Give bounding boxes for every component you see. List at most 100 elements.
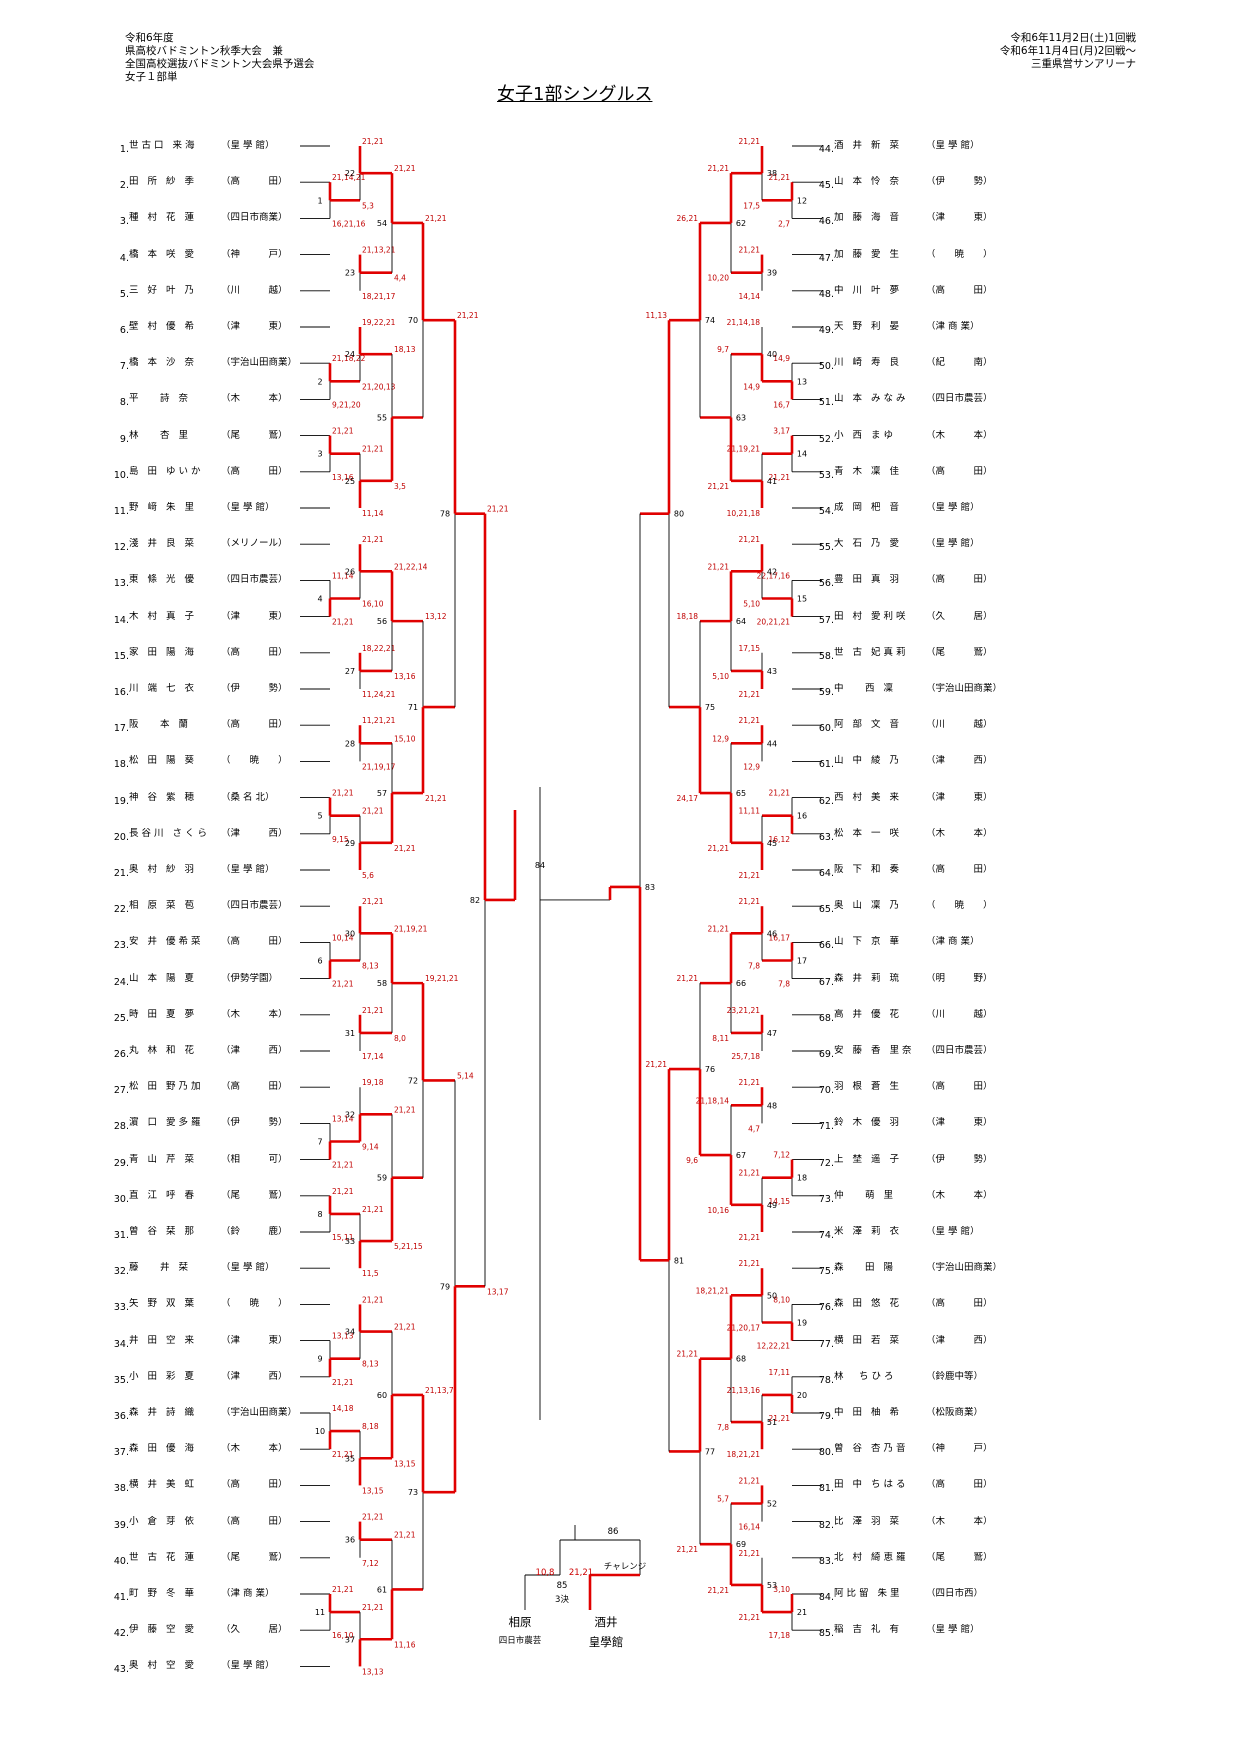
match-number: 49 <box>767 1201 777 1210</box>
match-number: 60 <box>377 1391 387 1400</box>
player-number: 56. <box>818 578 834 590</box>
score-label: 21,21 <box>739 535 761 544</box>
third-place-label: 3決 <box>555 1595 569 1605</box>
player-name: 伊 藤 空 愛 <box>129 1624 198 1636</box>
player-name: 橋 本 沙 奈 <box>129 357 198 369</box>
match-number: 77 <box>705 1447 715 1456</box>
player-row: 54.成 岡 杷 音（皇 學 館） <box>810 502 1024 517</box>
player-number: 81. <box>818 1483 834 1495</box>
player-row: 1.世古口 来海（皇 學 館） <box>105 140 319 155</box>
player-row: 73.仲 萌 里（木 本） <box>810 1189 1024 1205</box>
player-row: 70.羽 根 蒼 生（高 田） <box>810 1081 1024 1096</box>
score-label: 21,21 <box>646 1060 668 1069</box>
player-name: 田 村 愛利咲 <box>834 610 909 622</box>
match-number: 46 <box>767 929 777 938</box>
score-label: 11,13 <box>646 311 668 320</box>
player-school: （四日市農芸） <box>221 574 288 586</box>
match-number: 41 <box>767 477 777 486</box>
score-label: 18,18 <box>677 612 699 621</box>
score-label: 18,13 <box>394 345 416 354</box>
score-label: 21,21 <box>332 1585 354 1594</box>
player-row: 34.井 田 空 来（津 東） <box>105 1335 319 1350</box>
player-number: 35. <box>113 1374 129 1386</box>
player-name: 野 﨑 朱 里 <box>129 502 198 513</box>
score-label: 21,13,7 <box>425 1386 454 1395</box>
player-number: 65. <box>818 904 834 916</box>
score-label: 17,15 <box>739 644 761 653</box>
player-row: 78.林 ちひろ（鈴鹿中等） <box>810 1371 1024 1386</box>
player-row: 25.時 田 夏 夢（木 本） <box>105 1009 319 1024</box>
match-number: 53 <box>767 1581 777 1590</box>
score-label: 21,21 <box>394 1531 416 1540</box>
score-label: 19,22,21 <box>362 318 396 327</box>
player-name: 青 山 芹 菜 <box>129 1153 198 1165</box>
player-number: 21. <box>113 868 129 879</box>
score-label: 11,14 <box>332 571 354 580</box>
match-85-label: 85 <box>556 1581 568 1591</box>
player-name: 曽 谷 杏乃音 <box>834 1443 909 1455</box>
player-school: （高 田） <box>221 465 288 477</box>
player-name: 上 埜 遥 子 <box>834 1153 903 1165</box>
player-name: 木 村 真 子 <box>129 610 198 622</box>
match-number: 69 <box>736 1540 746 1549</box>
player-row: 81.田 中 ちはる（高 田） <box>810 1479 1024 1494</box>
player-name: 小 田 彩 夏 <box>129 1370 198 1382</box>
player-number: 61. <box>818 759 834 771</box>
player-school: （宇治山田商業） <box>926 683 1003 694</box>
player-number: 63. <box>818 831 834 843</box>
player-row: 22.相 原 菜 苞（四日市農芸） <box>105 900 319 915</box>
score-label: 8,0 <box>394 1034 406 1043</box>
player-number: 84. <box>818 1592 834 1603</box>
score-label: 21,21 <box>739 137 761 146</box>
score-label: 21,21 <box>708 164 730 173</box>
player-name: 青 木 凜 佳 <box>834 465 903 477</box>
match-number: 9 <box>317 1355 322 1364</box>
score-label: 5,10 <box>712 672 729 681</box>
player-number: 23. <box>113 940 129 952</box>
player-number: 85. <box>818 1628 834 1640</box>
score-label: 5,6 <box>362 871 374 880</box>
score-label: 21,21 <box>739 1549 761 1558</box>
player-school: （川 越） <box>926 719 993 731</box>
player-name: 神 谷 紫 穂 <box>129 791 198 803</box>
player-number: 68. <box>818 1012 834 1024</box>
player-row: 84.阿比留 朱里（四日市西） <box>810 1588 1024 1603</box>
score-label: 5,10 <box>743 600 760 609</box>
player-number: 78. <box>818 1374 834 1386</box>
score-label: 21,21 <box>677 1545 699 1554</box>
player-name: 小 倉 芽 依 <box>129 1515 198 1527</box>
player-name: 森 田 悠 花 <box>834 1298 903 1310</box>
player-row: 23.安 井 優希菜（高 田） <box>105 936 319 951</box>
player-school: （ 暁 ） <box>926 900 993 912</box>
player-number: 28. <box>113 1121 129 1133</box>
player-row: 18.松 田 陽 葵（ 暁 ） <box>105 755 319 770</box>
score-label: 8,10 <box>773 1295 790 1304</box>
score-label: 21,21 <box>739 1169 761 1178</box>
match-number: 82 <box>470 896 480 905</box>
player-school: （高 田） <box>926 864 993 875</box>
score-label: 17,5 <box>743 201 760 210</box>
player-school: （伊 勢） <box>221 683 288 694</box>
match-number: 21 <box>797 1608 807 1617</box>
match-number: 12 <box>797 196 807 205</box>
player-school: （木 本） <box>221 1443 288 1455</box>
player-school: （高 田） <box>221 1479 288 1491</box>
score-label: 21,21 <box>332 427 354 436</box>
score-label: 21,21 <box>708 1586 730 1595</box>
score-label: 21,21 <box>708 924 730 933</box>
player-school: （木 本） <box>926 1189 993 1201</box>
player-number: 7. <box>119 361 129 373</box>
player-school: （川 越） <box>926 1008 993 1020</box>
match-number: 17 <box>797 957 807 966</box>
player-name: 阪 下 和 奏 <box>834 864 903 875</box>
player-school: （尾 鷲） <box>926 646 993 658</box>
player-number: 2. <box>119 180 129 192</box>
match-number: 55 <box>377 414 387 423</box>
header-category: 女子１部単 <box>125 71 178 83</box>
player-name: 川 端 七 衣 <box>129 683 198 694</box>
player-school: （津 西） <box>926 755 993 767</box>
player-school: （木 本） <box>926 429 993 441</box>
player-number: 54. <box>818 506 834 517</box>
player-school: （宇治山田商業） <box>221 1407 298 1418</box>
